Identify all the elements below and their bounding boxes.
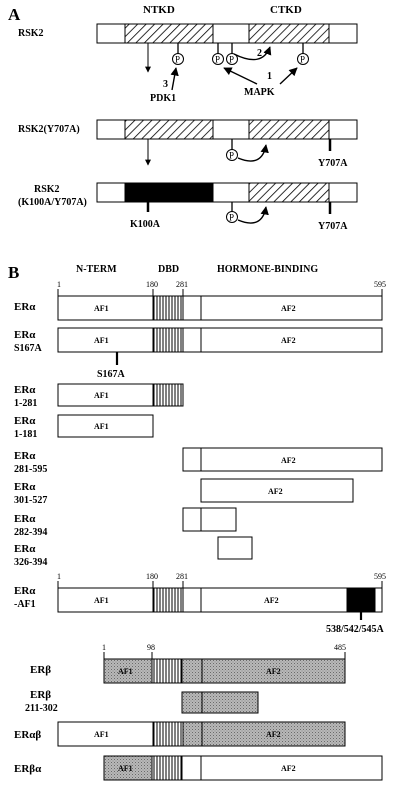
num-1-b: 1 [57, 572, 61, 581]
k100a-label: K100A [130, 219, 161, 230]
er-alpha-1-281-label-2: 1-281 [14, 398, 37, 409]
er-betaalpha-bar [103, 755, 383, 781]
num-180-a: 180 [146, 280, 158, 289]
af2-label-2: AF2 [281, 336, 296, 345]
dbd-header: DBD [158, 264, 179, 275]
er-alpha-301-527-bar [200, 478, 354, 503]
y707a-label-2: Y707A [318, 221, 348, 232]
phospho-site-3 [226, 53, 238, 65]
phospho-label-3: P [229, 55, 234, 65]
y707a-label-1: Y707A [318, 158, 348, 169]
er-alpha-1-281-bar [57, 383, 184, 407]
er-alpha-s167a-bar [57, 327, 383, 353]
er-alpha-282-394-bar [182, 507, 237, 532]
af1-label-6: AF1 [118, 667, 133, 676]
er-alphabeta-label: ERαβ [14, 729, 41, 741]
hormone-header: HORMONE-BINDING [217, 264, 318, 275]
phospho-label-2: P [215, 55, 220, 65]
er-alpha-af1-label-2: -AF1 [14, 599, 36, 610]
er-alpha-326-394-label-2: 326-394 [14, 557, 47, 568]
af2-label-3: AF2 [281, 456, 296, 465]
er-betaalpha-label: ERβα [14, 763, 42, 775]
er-alpha-281-595-label: ERα [14, 450, 36, 462]
er-alpha-326-394-bar [217, 536, 253, 560]
phospho-site-5 [226, 149, 238, 161]
phospho-site-2 [212, 53, 224, 65]
num-1-c: 1 [102, 643, 106, 652]
er-alpha-1-281-label: ERα [14, 384, 36, 396]
er-alpha-af1-label: ERα [14, 585, 36, 597]
rsk2-bar [96, 23, 358, 44]
af1-label-3: AF1 [94, 391, 109, 400]
rsk2-k100a-y707a-label: RSK2 [34, 184, 60, 195]
er-alpha-301-527-label: ERα [14, 481, 36, 493]
num-595-b: 595 [374, 572, 386, 581]
ctkd-header: CTKD [270, 4, 302, 16]
er-alpha-301-527-label-2: 301-527 [14, 495, 47, 506]
num-98: 98 [147, 643, 155, 652]
phospho-label-5: P [229, 151, 234, 161]
phospho-label-1: P [175, 55, 180, 65]
af1-label-4: AF1 [94, 422, 109, 431]
rsk2-y707a-bar [96, 119, 358, 140]
mut-538-542-545a-label: 538/542/545A [326, 624, 385, 635]
phospho-site-1 [172, 53, 184, 65]
er-alpha-1-181-bar [57, 414, 154, 438]
er-alpha-s167a-label-2: S167A [14, 343, 43, 354]
er-alpha-1-181-label: ERα [14, 415, 36, 427]
panel-a-label: A [8, 5, 21, 24]
er-alpha-281-595-label-2: 281-595 [14, 464, 47, 475]
er-beta-211-302-bar [181, 691, 259, 714]
phospho-site-6 [226, 211, 238, 223]
er-beta-label: ERβ [30, 664, 51, 676]
er-beta-bar [103, 658, 346, 684]
er-alpha-282-394-label-2: 282-394 [14, 527, 47, 538]
af1-label-8: AF1 [118, 764, 133, 773]
af1-label-2: AF1 [94, 336, 109, 345]
mapk-label: MAPK [244, 87, 275, 98]
rsk2-k100a-y707a-bar [96, 182, 358, 203]
af2-label-7: AF2 [266, 730, 281, 739]
num-485: 485 [334, 643, 346, 652]
panel-b-label: B [8, 263, 19, 282]
num-281-a: 281 [176, 280, 188, 289]
er-beta-211-302-label-2: 211-302 [25, 703, 58, 714]
er-alpha-label: ERα [14, 301, 36, 313]
ntkd-header: NTKD [143, 4, 175, 16]
af2-label-8: AF2 [281, 764, 296, 773]
step-2-label: 2 [257, 48, 262, 59]
step-3-label: 3 [163, 79, 168, 90]
er-alpha-282-394-label: ERα [14, 513, 36, 525]
af1-label-7: AF1 [94, 730, 109, 739]
af1-label-1: AF1 [94, 304, 109, 313]
phospho-label-4: P [300, 55, 305, 65]
af2-label-4: AF2 [268, 487, 283, 496]
pdk1-label: PDK1 [150, 93, 176, 104]
er-alpha-281-595-bar [182, 447, 383, 472]
af1-label-5: AF1 [94, 596, 109, 605]
num-180-b: 180 [146, 572, 158, 581]
nterm-header: N-TERM [76, 264, 117, 275]
phospho-site-4 [297, 53, 309, 65]
er-alphabeta-bar [57, 721, 346, 747]
num-281-b: 281 [176, 572, 188, 581]
er-beta-211-302-label: ERβ [30, 689, 51, 701]
step-1-label: 1 [267, 71, 272, 82]
er-alpha-s167a-label: ERα [14, 329, 36, 341]
af2-label-1: AF2 [281, 304, 296, 313]
af2-label-6: AF2 [266, 667, 281, 676]
er-alpha-bar [57, 295, 383, 321]
num-595-a: 595 [374, 280, 386, 289]
num-1-a: 1 [57, 280, 61, 289]
s167a-label: S167A [97, 369, 126, 380]
rsk2-y707a-label: RSK2(Y707A) [18, 124, 80, 135]
er-alpha-af1-bar [57, 587, 383, 613]
af2-label-5: AF2 [264, 596, 279, 605]
er-alpha-1-181-label-2: 1-181 [14, 429, 37, 440]
rsk2-k100a-y707a-label-2: (K100A/Y707A) [18, 197, 87, 208]
phospho-label-6: P [229, 213, 234, 223]
rsk2-label: RSK2 [18, 28, 44, 39]
er-alpha-326-394-label: ERα [14, 543, 36, 555]
